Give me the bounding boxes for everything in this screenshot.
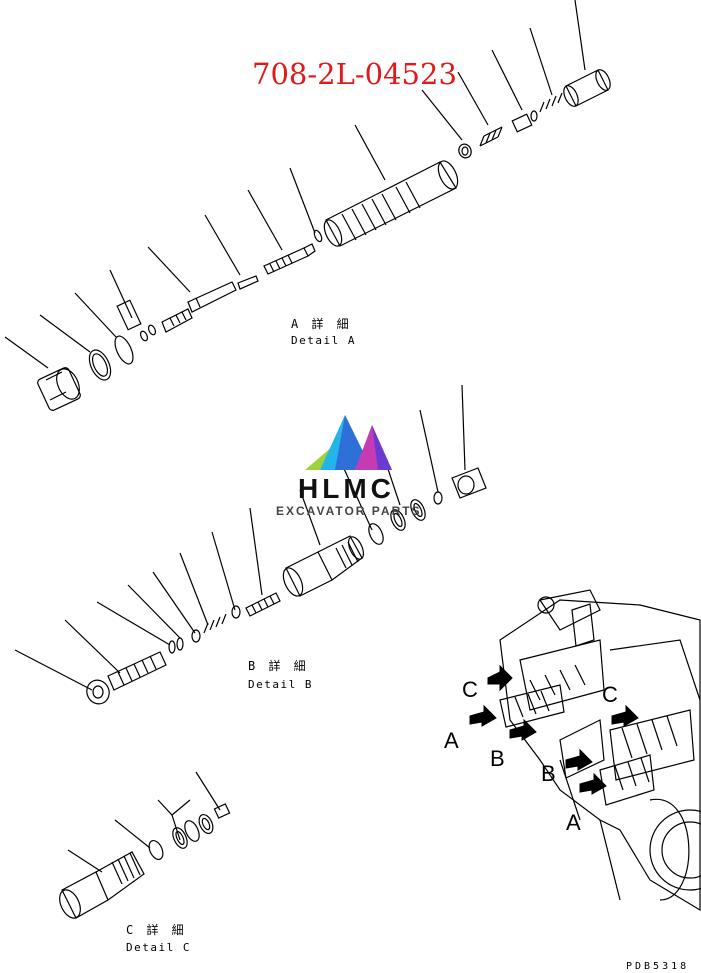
drawing-code: PDB5318 bbox=[626, 961, 690, 972]
detail-b-label-en: Detail B bbox=[248, 678, 313, 691]
watermark-brand: HLMC bbox=[298, 473, 395, 504]
detail-b-label-jp: B 詳 細 bbox=[248, 659, 309, 673]
callout-b-right: B bbox=[541, 761, 556, 786]
callout-b-left: B bbox=[490, 746, 505, 771]
detail-a-assembly bbox=[4, 0, 611, 411]
watermark-tagline: EXCAVATOR PARTS bbox=[276, 504, 422, 518]
hlmc-logo-mark bbox=[305, 415, 392, 470]
overview-valve-block bbox=[499, 589, 701, 912]
detail-a-label-en: Detail A bbox=[291, 334, 356, 347]
part-number: 708-2L-04523 bbox=[252, 57, 457, 91]
detail-a-label-jp: A 詳 細 bbox=[291, 317, 352, 331]
detail-c-label-jp: C 詳 細 bbox=[126, 923, 187, 937]
callout-a-left: A bbox=[444, 728, 459, 753]
detail-c-label-en: Detail C bbox=[126, 941, 191, 954]
callout-c-right: C bbox=[602, 682, 618, 707]
callout-a-right: A bbox=[566, 810, 581, 835]
detail-c-assembly bbox=[59, 771, 231, 919]
callout-c-left: C bbox=[462, 677, 478, 702]
